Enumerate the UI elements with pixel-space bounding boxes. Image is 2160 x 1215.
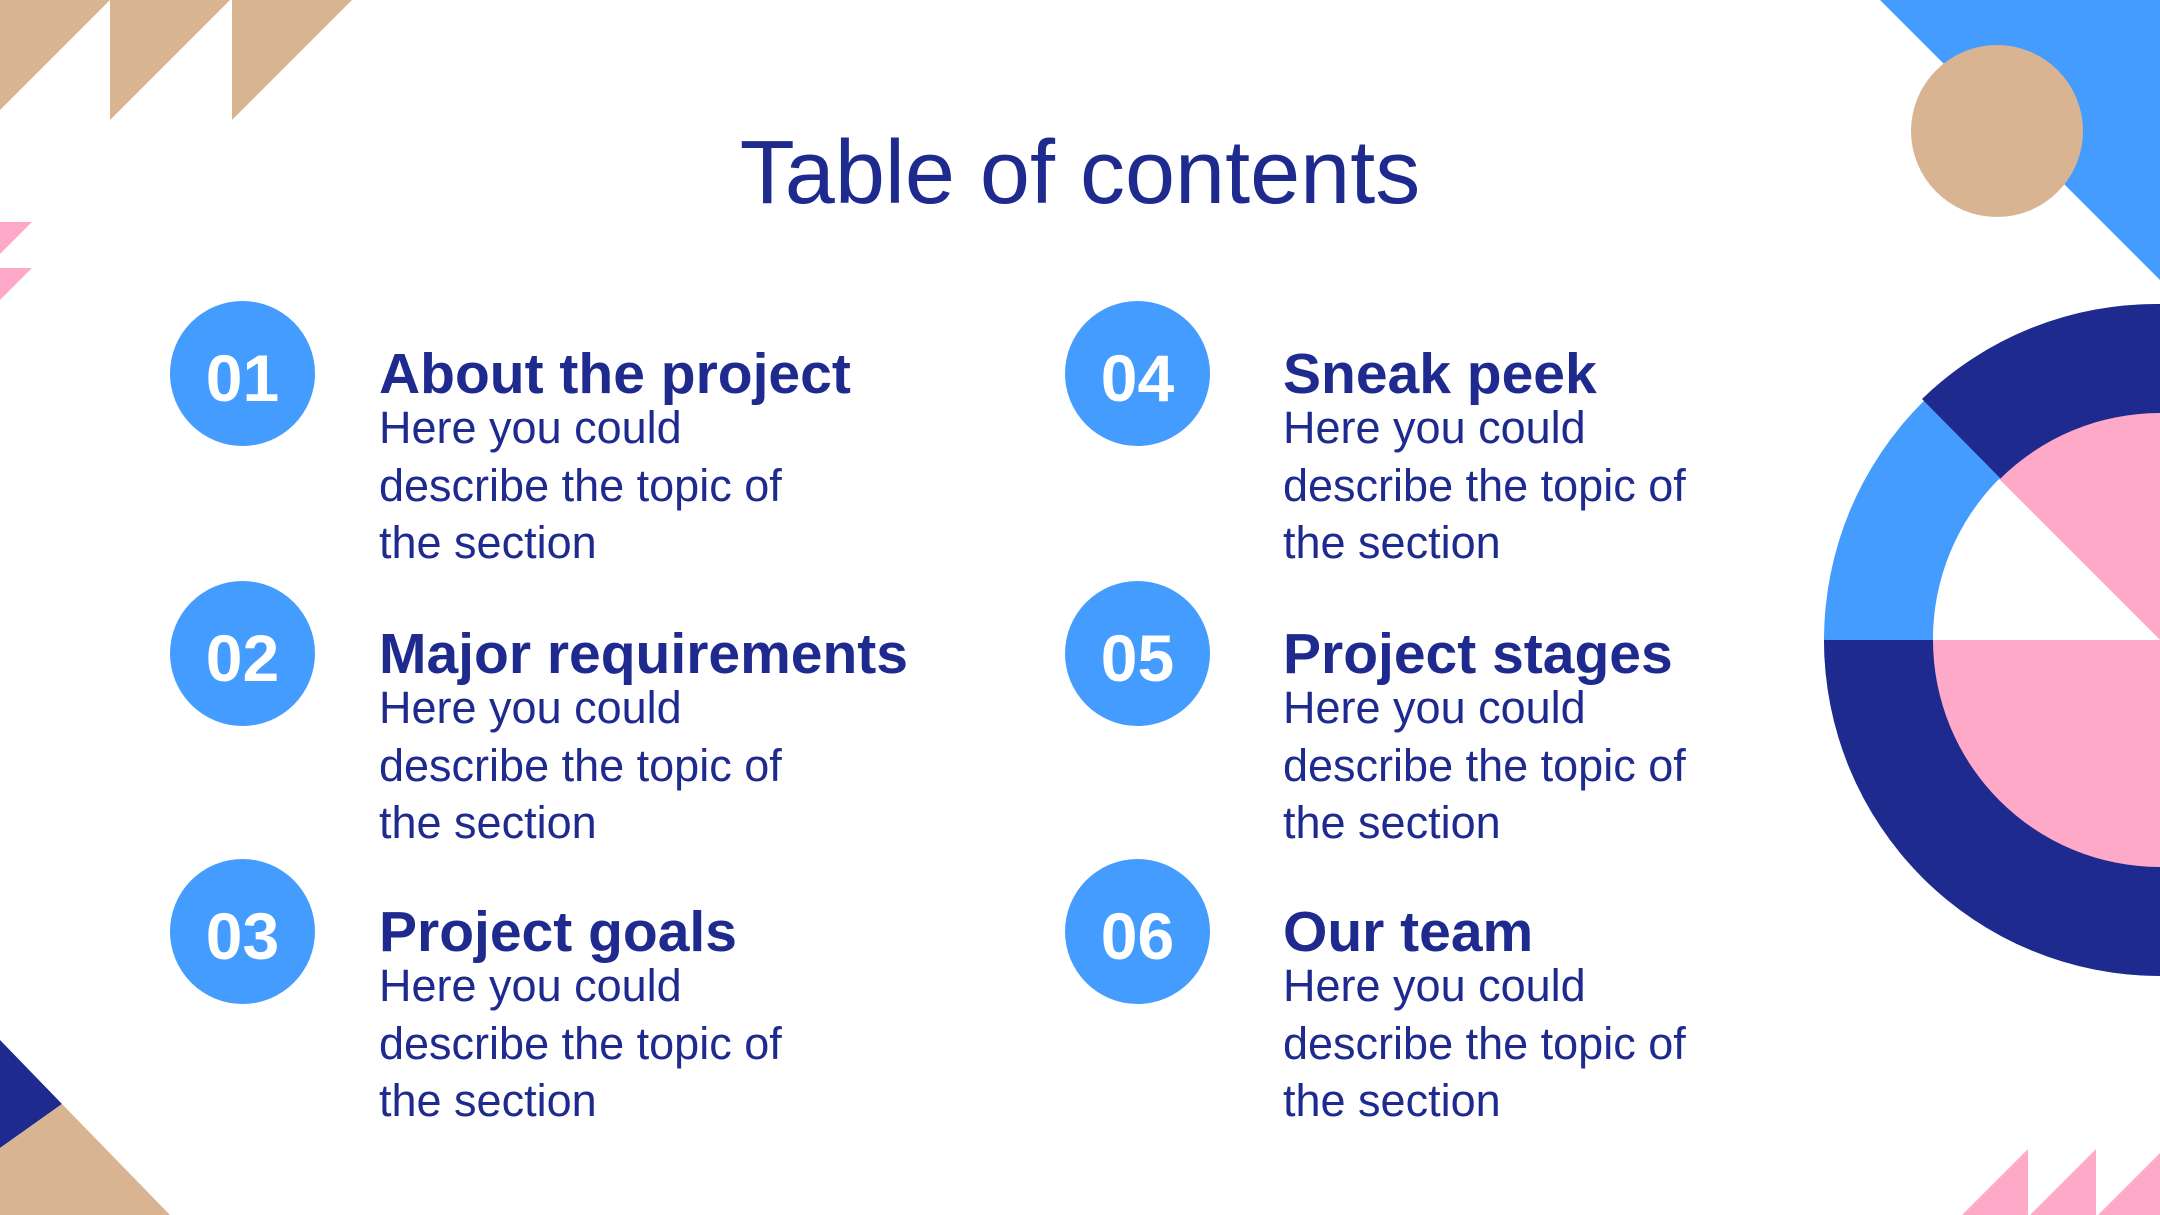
section-title: Our team: [1283, 900, 1534, 964]
section-title: Project goals: [379, 900, 737, 964]
section-description: Here you could describe the topic of the…: [379, 402, 782, 568]
toc-item-01: 01 About the project Here you could desc…: [170, 301, 851, 571]
section-number-badge: 03: [170, 859, 315, 1004]
section-title: About the project: [379, 342, 851, 406]
section-title: Sneak peek: [1283, 342, 1597, 406]
section-title: Major requirements: [379, 622, 908, 686]
section-title: Project stages: [1283, 622, 1673, 686]
left-pink-triangles: [0, 222, 32, 300]
section-description: Here you could describe the topic of the…: [1283, 682, 1686, 848]
section-number-badge: 01: [170, 301, 315, 446]
section-number: 05: [1100, 620, 1175, 695]
section-number: 03: [205, 898, 280, 973]
toc-item-05: 05 Project stages Here you could describ…: [1065, 581, 1745, 851]
section-number: 06: [1100, 898, 1175, 973]
section-number-badge: 04: [1065, 301, 1210, 446]
section-number-badge: 06: [1065, 859, 1210, 1004]
section-number: 01: [205, 340, 280, 415]
section-number-badge: 05: [1065, 581, 1210, 726]
section-description: Here you could describe the topic of the…: [379, 682, 782, 848]
top-left-triangles: [0, 0, 352, 120]
right-ring-shape: [1824, 303, 2160, 976]
section-description: Here you could describe the topic of the…: [379, 960, 782, 1126]
slide-title: Table of contents: [739, 123, 1421, 223]
section-description: Here you could describe the topic of the…: [1283, 960, 1686, 1126]
toc-item-02: 02 Major requirements Here you could des…: [170, 581, 908, 851]
section-description: Here you could describe the topic of the…: [1283, 402, 1686, 568]
section-number: 02: [205, 620, 280, 695]
section-number: 04: [1100, 340, 1175, 415]
toc-item-06: 06 Our team Here you could describe the …: [1065, 859, 1745, 1129]
top-right-shapes: [1880, 0, 2160, 280]
toc-item-03: 03 Project goals Here you could describe…: [170, 859, 850, 1129]
bottom-left-shapes: [0, 1040, 170, 1215]
bottom-right-triangles: [1962, 1149, 2160, 1215]
toc-item-04: 04 Sneak peek Here you could describe th…: [1065, 301, 1745, 571]
section-number-badge: 02: [170, 581, 315, 726]
